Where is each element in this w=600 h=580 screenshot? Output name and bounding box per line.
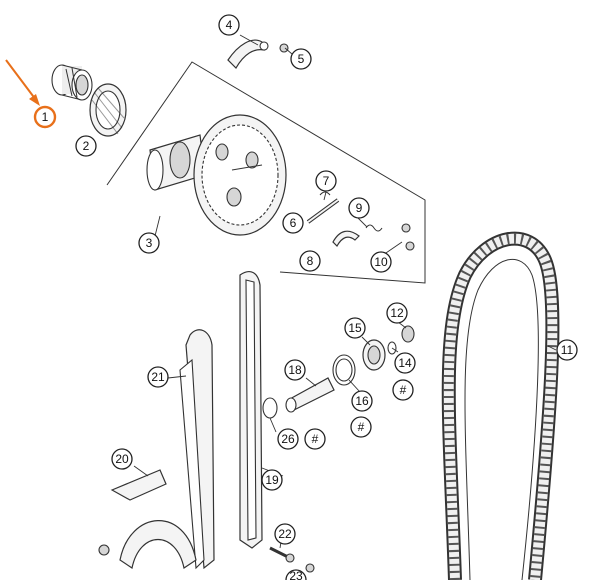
part-1-needle-bearing: [51, 64, 93, 101]
callout-7-label: 7: [323, 174, 330, 188]
callout-1: 1: [33, 105, 57, 129]
callout-23-label: 23: [289, 569, 303, 580]
callout-18-label: 18: [288, 363, 302, 377]
part-7-clip: [319, 191, 331, 196]
part-12-cap: [401, 325, 415, 343]
callout-14: 14: [394, 352, 416, 374]
callout-11-label: 11: [561, 343, 574, 357]
callout-3: 3: [138, 232, 160, 254]
part-10-screws: [401, 223, 415, 251]
callout-26: 26: [277, 428, 299, 450]
part-18-plunger: [285, 377, 335, 413]
callout-4: 4: [218, 14, 240, 36]
camshaft-assembly-frame: [106, 61, 426, 284]
callout-12: 12: [386, 302, 408, 324]
callout-10-label: 10: [374, 255, 388, 269]
callout-16-hash-label: #: [358, 420, 365, 434]
callout-2-label: 2: [83, 139, 90, 153]
callout-5-label: 5: [298, 52, 305, 66]
callout-7: 7: [315, 170, 337, 192]
callout-10: 10: [370, 251, 392, 273]
callout-16-label: 16: [355, 394, 369, 408]
part-9-spring: [365, 224, 383, 232]
callout-26-hash: #: [304, 428, 326, 450]
part-20-bracket: [98, 469, 197, 569]
callout-21: 21: [147, 366, 169, 388]
part-3-camshaft-sprocket: [146, 114, 287, 236]
callout-8: 8: [299, 250, 321, 272]
callout-16-hash: #: [350, 416, 372, 438]
callout-8-label: 8: [307, 254, 314, 268]
callout-1-label: 1: [42, 110, 49, 124]
part-22-bolt: [269, 546, 295, 563]
part-26-oring: [262, 397, 278, 419]
part-6-shaft: [306, 198, 340, 224]
part-2-ring: [89, 83, 127, 137]
callout-12-label: 12: [390, 306, 404, 320]
callout-16: 16: [351, 390, 373, 412]
pointer-arrow: [5, 59, 40, 106]
callout-19-label: 19: [265, 473, 279, 487]
part-8-lever: [332, 230, 360, 247]
callout-2: 2: [75, 135, 97, 157]
part-19-tensioner-rail: [239, 271, 263, 549]
callout-14-label: 14: [398, 356, 412, 370]
part-16-seal: [332, 354, 356, 386]
callout-6: 6: [282, 212, 304, 234]
callout-4-label: 4: [226, 18, 233, 32]
callout-22: 22: [274, 523, 296, 545]
part-4-lever: [227, 34, 269, 69]
callout-3-label: 3: [146, 236, 153, 250]
callout-9-label: 9: [356, 201, 363, 215]
callout-22-label: 22: [278, 527, 292, 541]
callout-20: 20: [111, 448, 133, 470]
part-21-guide-rail: [179, 329, 215, 570]
callout-15: 15: [344, 317, 366, 339]
callout-19: 19: [261, 469, 283, 491]
callout-6-label: 6: [290, 216, 297, 230]
part-23-bolt: [305, 563, 315, 573]
callout-15-label: 15: [348, 321, 362, 335]
callout-18: 18: [284, 359, 306, 381]
callout-23: 23: [285, 569, 307, 580]
callout-14-hash-label: #: [400, 383, 407, 397]
callout-26-label: 26: [281, 432, 295, 446]
callout-21-label: 21: [151, 370, 165, 384]
callout-11: 11: [556, 339, 578, 361]
part-11-timing-chain: [441, 231, 560, 580]
part-15-tensioner-head: [362, 339, 386, 371]
callout-14-hash: #: [392, 379, 414, 401]
callout-5: 5: [290, 48, 312, 70]
callout-20-label: 20: [115, 452, 129, 466]
part-5-bolt: [279, 43, 289, 53]
callout-9: 9: [348, 197, 370, 219]
callout-26-hash-label: #: [312, 432, 319, 446]
